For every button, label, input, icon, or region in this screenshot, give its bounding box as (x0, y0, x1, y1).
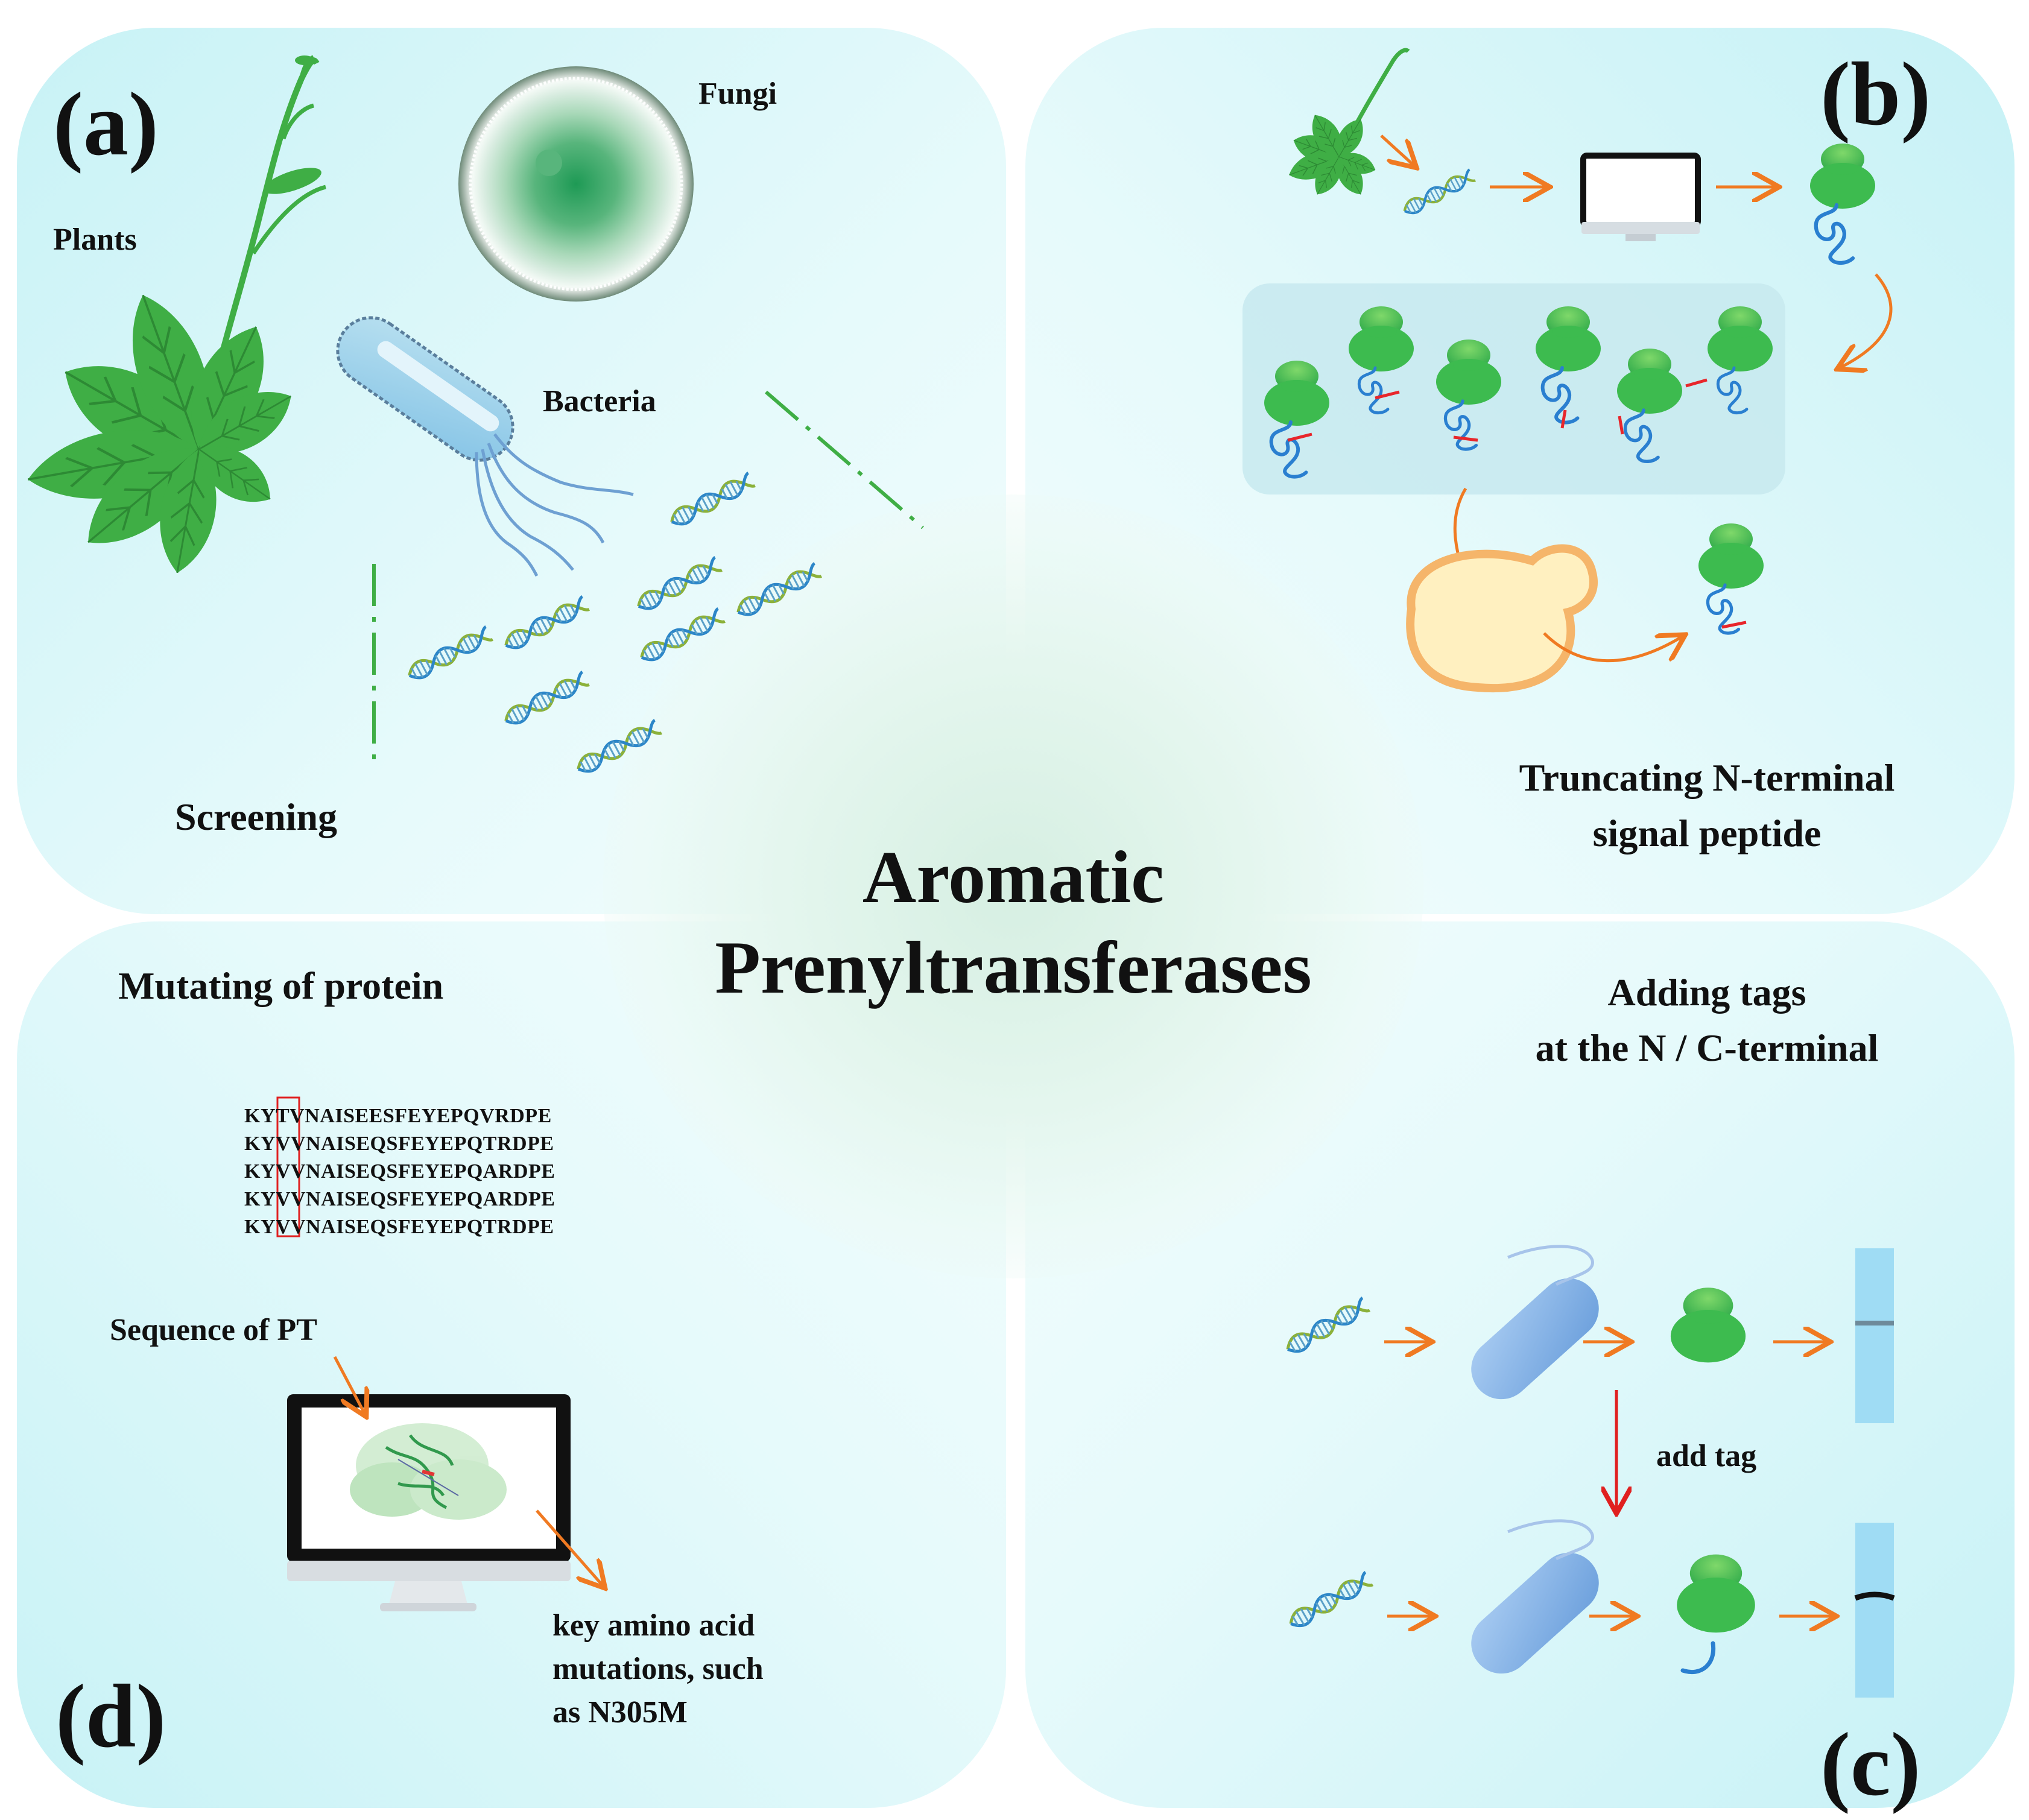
plant-illustration (22, 55, 326, 579)
sequence-row: KYVVNAISEQSFEYEPQTRDPE (244, 1133, 554, 1155)
panel-b-letter: (b) (1820, 44, 1931, 144)
panel-a-letter: (a) (53, 74, 159, 174)
protein-c-bottom-tagged (1677, 1554, 1755, 1675)
panel-c-caption-line2: at the N / C-terminal (1535, 1026, 1879, 1069)
main-title: Aromatic Prenyltransferases (639, 832, 1387, 1013)
arrow-d-sequence (333, 1356, 365, 1414)
sequence-row: KYVVNAISEQSFEYEPQTRDPE (244, 1216, 554, 1238)
panel-b-caption: Truncating N-terminal signal peptide (1472, 750, 1942, 861)
sequence-alignment: KYTVNAISEESFEYEPQVRDPE KYVVNAISEQSFEYEPQ… (244, 1102, 555, 1241)
bacteria-illustration (336, 316, 634, 577)
dna-c-bottom (1287, 1572, 1373, 1631)
screening-label: Screening (175, 795, 338, 838)
mutation-note: key amino acid mutations, such as N305M (552, 1604, 764, 1734)
truncation-variants (1264, 306, 1773, 477)
mutation-note-line3: as N305M (552, 1695, 688, 1730)
protein-b-final (1698, 523, 1764, 633)
dna-fragments (405, 472, 821, 776)
ecoli-cell-bottom (1471, 1519, 1599, 1674)
arrow-d-mutation (536, 1509, 603, 1586)
panel-c-letter: (c) (1820, 1714, 1921, 1815)
gel-lane-bottom (1854, 1523, 1895, 1698)
truncation-variants-box (1242, 283, 1785, 494)
fungi-label: Fungi (698, 77, 777, 111)
arrow-b1 (1380, 134, 1414, 166)
mutation-highlight-box (276, 1096, 300, 1237)
fungi-illustration (458, 66, 694, 302)
sequence-row: KYTVNAISEESFEYEPQVRDPE (244, 1105, 552, 1127)
ecoli-cell-top (1471, 1245, 1599, 1400)
center-glow (603, 494, 1423, 1278)
sequence-of-pt-label: Sequence of PT (110, 1313, 317, 1347)
sequence-row: KYVVNAISEQSFEYEPQARDPE (244, 1188, 556, 1210)
panel-c-caption: Adding tags at the N / C-terminal (1472, 965, 1942, 1076)
screening-dashed-lines (372, 390, 924, 763)
sequence-row: KYVVNAISEQSFEYEPQARDPE (244, 1160, 556, 1183)
computer-icon-b (1580, 153, 1701, 241)
dna-b (1401, 169, 1475, 217)
mutation-note-line2: mutations, such (552, 1652, 764, 1686)
main-title-line2: Prenyltransferases (715, 926, 1312, 1009)
add-tag-label: add tag (1656, 1439, 1757, 1473)
arrow-b4 (1840, 273, 1893, 368)
mutation-note-line1: key amino acid (552, 1608, 755, 1643)
dna-c-top (1284, 1297, 1370, 1356)
panel-d-letter: (d) (55, 1666, 166, 1766)
yeast-cell (1406, 544, 1598, 693)
protein-c-top (1670, 1288, 1746, 1363)
bacteria-label: Bacteria (543, 384, 656, 419)
computer-with-structure (287, 1394, 571, 1611)
panel-b-caption-line2: signal peptide (1592, 812, 1822, 855)
panel-b-caption-line1: Truncating N-terminal (1519, 756, 1895, 799)
small-plant-icon (1284, 48, 1410, 201)
gel-lane-top (1855, 1248, 1894, 1423)
arrow-b6 (1543, 633, 1683, 663)
panel-d-caption: Mutating of protein (118, 964, 444, 1007)
plants-label: Plants (53, 223, 137, 257)
main-title-line1: Aromatic (862, 836, 1165, 918)
protein-b-top (1810, 144, 1875, 263)
panel-c-caption-line1: Adding tags (1607, 971, 1806, 1014)
